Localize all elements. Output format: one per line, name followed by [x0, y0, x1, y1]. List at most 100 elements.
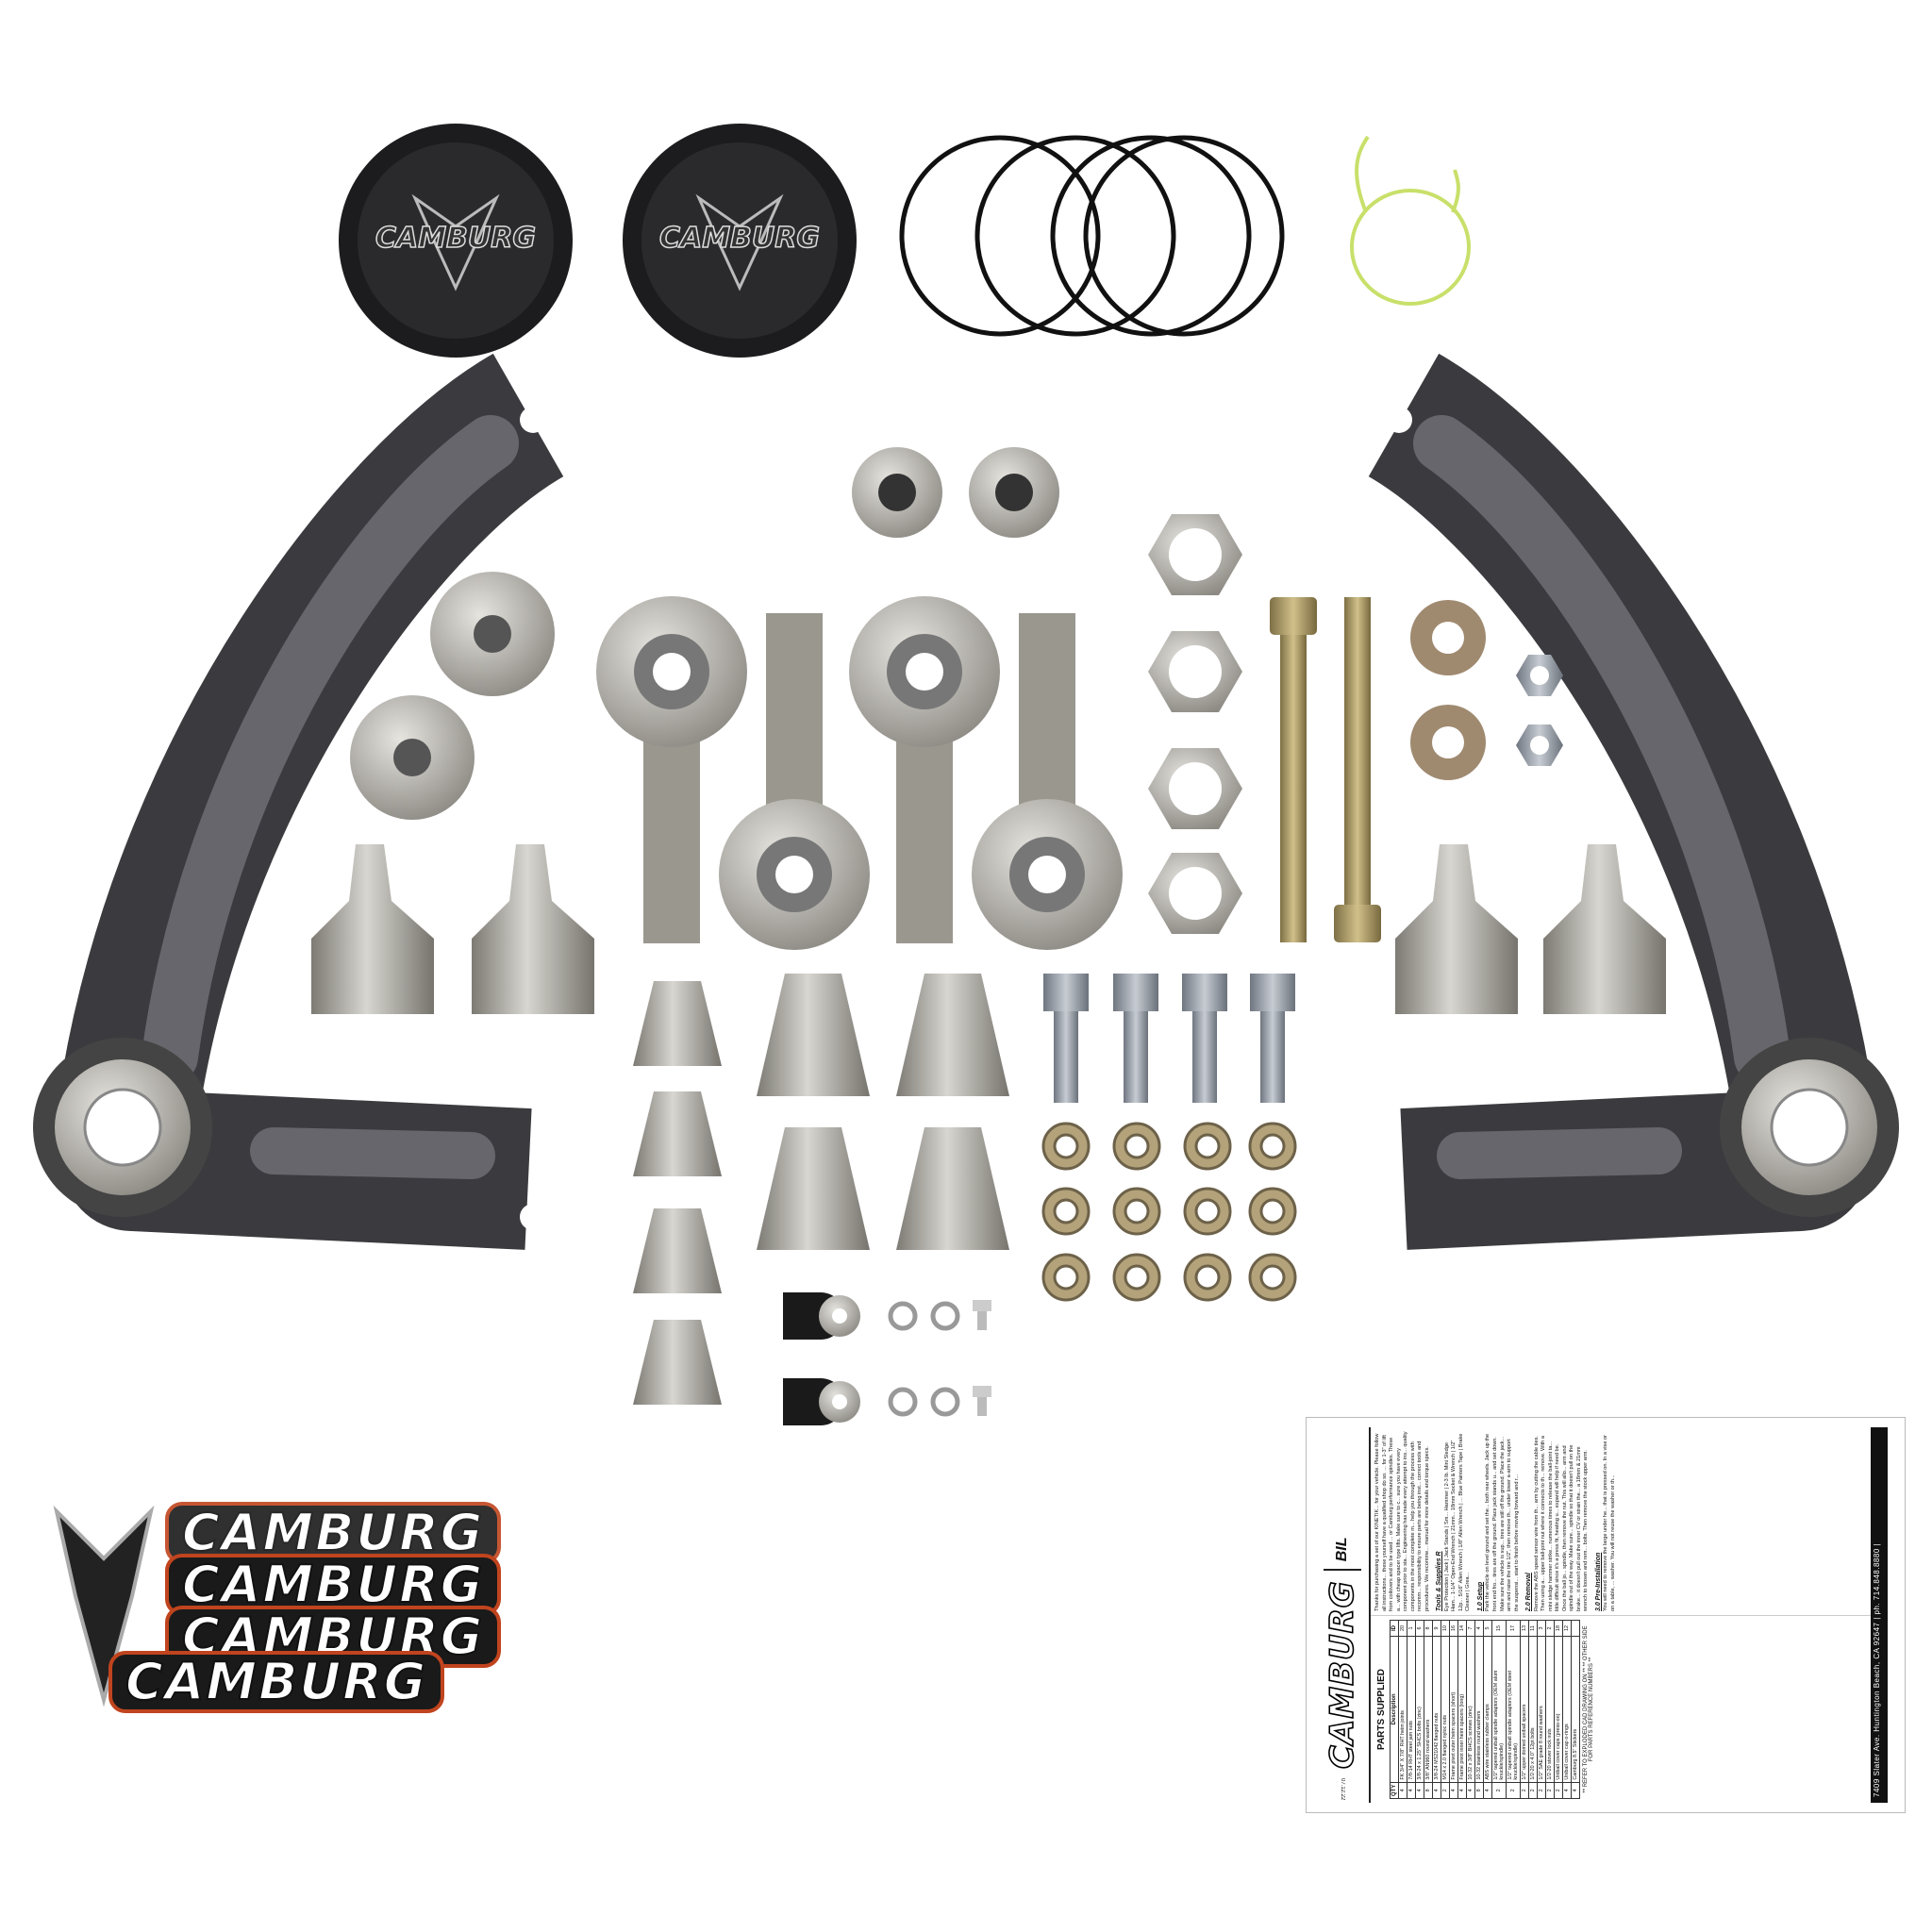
parts-cell-qty: 4: [1449, 1782, 1458, 1799]
parts-cell-qty: 2: [1545, 1782, 1555, 1799]
heim-spacer-short: [633, 981, 722, 1066]
uniball-spindle-adaptor: [1395, 844, 1518, 1014]
parts-cell-qty: 4: [1398, 1782, 1407, 1799]
parts-cell-id: 15: [1491, 1620, 1507, 1637]
eagle-logo-icon: [695, 193, 784, 291]
parts-cell-qty: 4: [1457, 1782, 1467, 1799]
parts-cell-desc: 7/8-14 RHT steel jam nuts: [1407, 1636, 1416, 1783]
parts-cell-qty: 4: [1415, 1782, 1424, 1799]
cap-logo-text: CAMBURG: [375, 222, 536, 255]
parts-cell-id: 7: [1466, 1620, 1475, 1637]
cap-logo-text: CAMBURG: [659, 222, 820, 255]
parts-cell-desc: Frame pivot outer heim spacers (short): [1449, 1636, 1458, 1783]
col-id: ID: [1390, 1620, 1399, 1637]
round-washer: [1248, 1253, 1297, 1302]
o-ring: [1050, 135, 1252, 337]
col-description: Description: [1390, 1636, 1399, 1783]
12pt-bolt: [1270, 597, 1317, 942]
sheet-title: BIL: [1334, 1537, 1350, 1562]
heim-spacer-short: [633, 1208, 722, 1293]
parts-cell-qty: 4: [1483, 1782, 1492, 1799]
intro-text: Thanks for purchasing a set of our KINET…: [1374, 1431, 1430, 1611]
removal-heading: 2.0 Removal: [1525, 1573, 1533, 1611]
safety-wire: [1350, 135, 1471, 306]
parts-cell-id: 4: [1474, 1620, 1484, 1637]
parts-cell-desc: Uniball cover cap o-rings: [1562, 1636, 1572, 1783]
abs-wire-clamp: [783, 1292, 860, 1340]
parts-cell-id: 12: [1562, 1620, 1572, 1637]
camburg-stickers: CAMBURG CAMBURG CAMBURG CAMBURG: [38, 1464, 585, 1728]
parts-cell-id: 11: [1528, 1620, 1538, 1637]
setup-heading: 1.0 Setup: [1477, 1581, 1484, 1611]
parts-cell-id: 1: [1407, 1620, 1416, 1637]
o-ring: [1083, 135, 1285, 337]
parts-cell-id: 17: [1506, 1620, 1521, 1637]
tools-heading: Tools & Supplies R: [1436, 1551, 1443, 1611]
heim-spacer-long: [757, 1127, 870, 1250]
parts-cell-qty: 2: [1491, 1782, 1507, 1799]
jam-nut: [1148, 853, 1242, 934]
uniball-cover-cap: CAMBURG: [623, 124, 857, 358]
parts-cell-desc: Frame pivot inner heim spacers (long): [1457, 1636, 1467, 1783]
heim-joint: [972, 613, 1123, 950]
an960-washers: [1041, 1122, 1297, 1302]
parts-cell-id: 14: [1457, 1620, 1467, 1637]
round-washer: [1248, 1122, 1297, 1171]
sheet-footer: 7409 Slater Ave. Huntington Beach, CA 92…: [1871, 1427, 1888, 1803]
parts-cell-id: 9: [1432, 1620, 1441, 1637]
shcs-bolt: [1043, 974, 1089, 1103]
preinstall-text: You will need to remove the large under …: [1603, 1435, 1616, 1611]
stover-lock-nut: [1516, 724, 1563, 766]
parts-cell-id: 10: [1441, 1620, 1450, 1637]
parts-cell-qty: 2: [1554, 1782, 1563, 1799]
bhcs-screws-and-washers: [888, 1300, 991, 1417]
outer-heim-spacers: [633, 981, 722, 1405]
parts-cell-desc: 1/2" tapered uniball spindle adaptors (O…: [1491, 1636, 1507, 1783]
heim-spacer-long: [896, 974, 1009, 1096]
parts-cell-desc: 3/8-24 MS21042 flanged nuts: [1432, 1636, 1441, 1783]
round-washer: [1183, 1253, 1232, 1302]
round-washer: [1041, 1253, 1091, 1302]
round-washer: [1112, 1187, 1161, 1236]
flanged-nyloc-nut: [969, 447, 1059, 538]
heim-spacer-long: [757, 974, 870, 1096]
inner-heim-spacers: [757, 974, 1009, 1250]
uniball-spindle-adaptor: [1543, 844, 1666, 1014]
parts-cell-desc: FK 3/4" X 7/8" RHT heim joints: [1398, 1636, 1407, 1783]
heim-spacer-short: [633, 1091, 722, 1176]
parts-cell-qty: 4: [1571, 1782, 1580, 1799]
heim-spacer-short: [633, 1320, 722, 1405]
parts-cell-qty: 4: [1562, 1782, 1572, 1799]
parts-cell-qty: 4: [1466, 1782, 1475, 1799]
right-upper-control-arm: [1367, 353, 1899, 1250]
parts-cell-desc: 1/2" tapered uniball spindle adaptors (O…: [1506, 1636, 1521, 1783]
jam-nut: [1148, 748, 1242, 829]
col-qty: QTY: [1390, 1782, 1399, 1799]
heim-joint: [719, 613, 870, 950]
parts-cell-qty: 2: [1528, 1782, 1538, 1799]
uniball-spindle-adaptor: [472, 844, 594, 1014]
round-washer: [1041, 1122, 1091, 1171]
parts-cell-qty: 2: [1537, 1782, 1546, 1799]
jam-nuts: [1148, 514, 1242, 934]
parts-cell-desc: Camburg 8.5" Stickers: [1571, 1636, 1580, 1783]
parts-cell-qty: 4: [1432, 1782, 1441, 1799]
shcs-bolt: [1113, 974, 1158, 1103]
parts-cell-qty: 8: [1424, 1782, 1433, 1799]
domed-uniball-spacer: [350, 695, 475, 820]
